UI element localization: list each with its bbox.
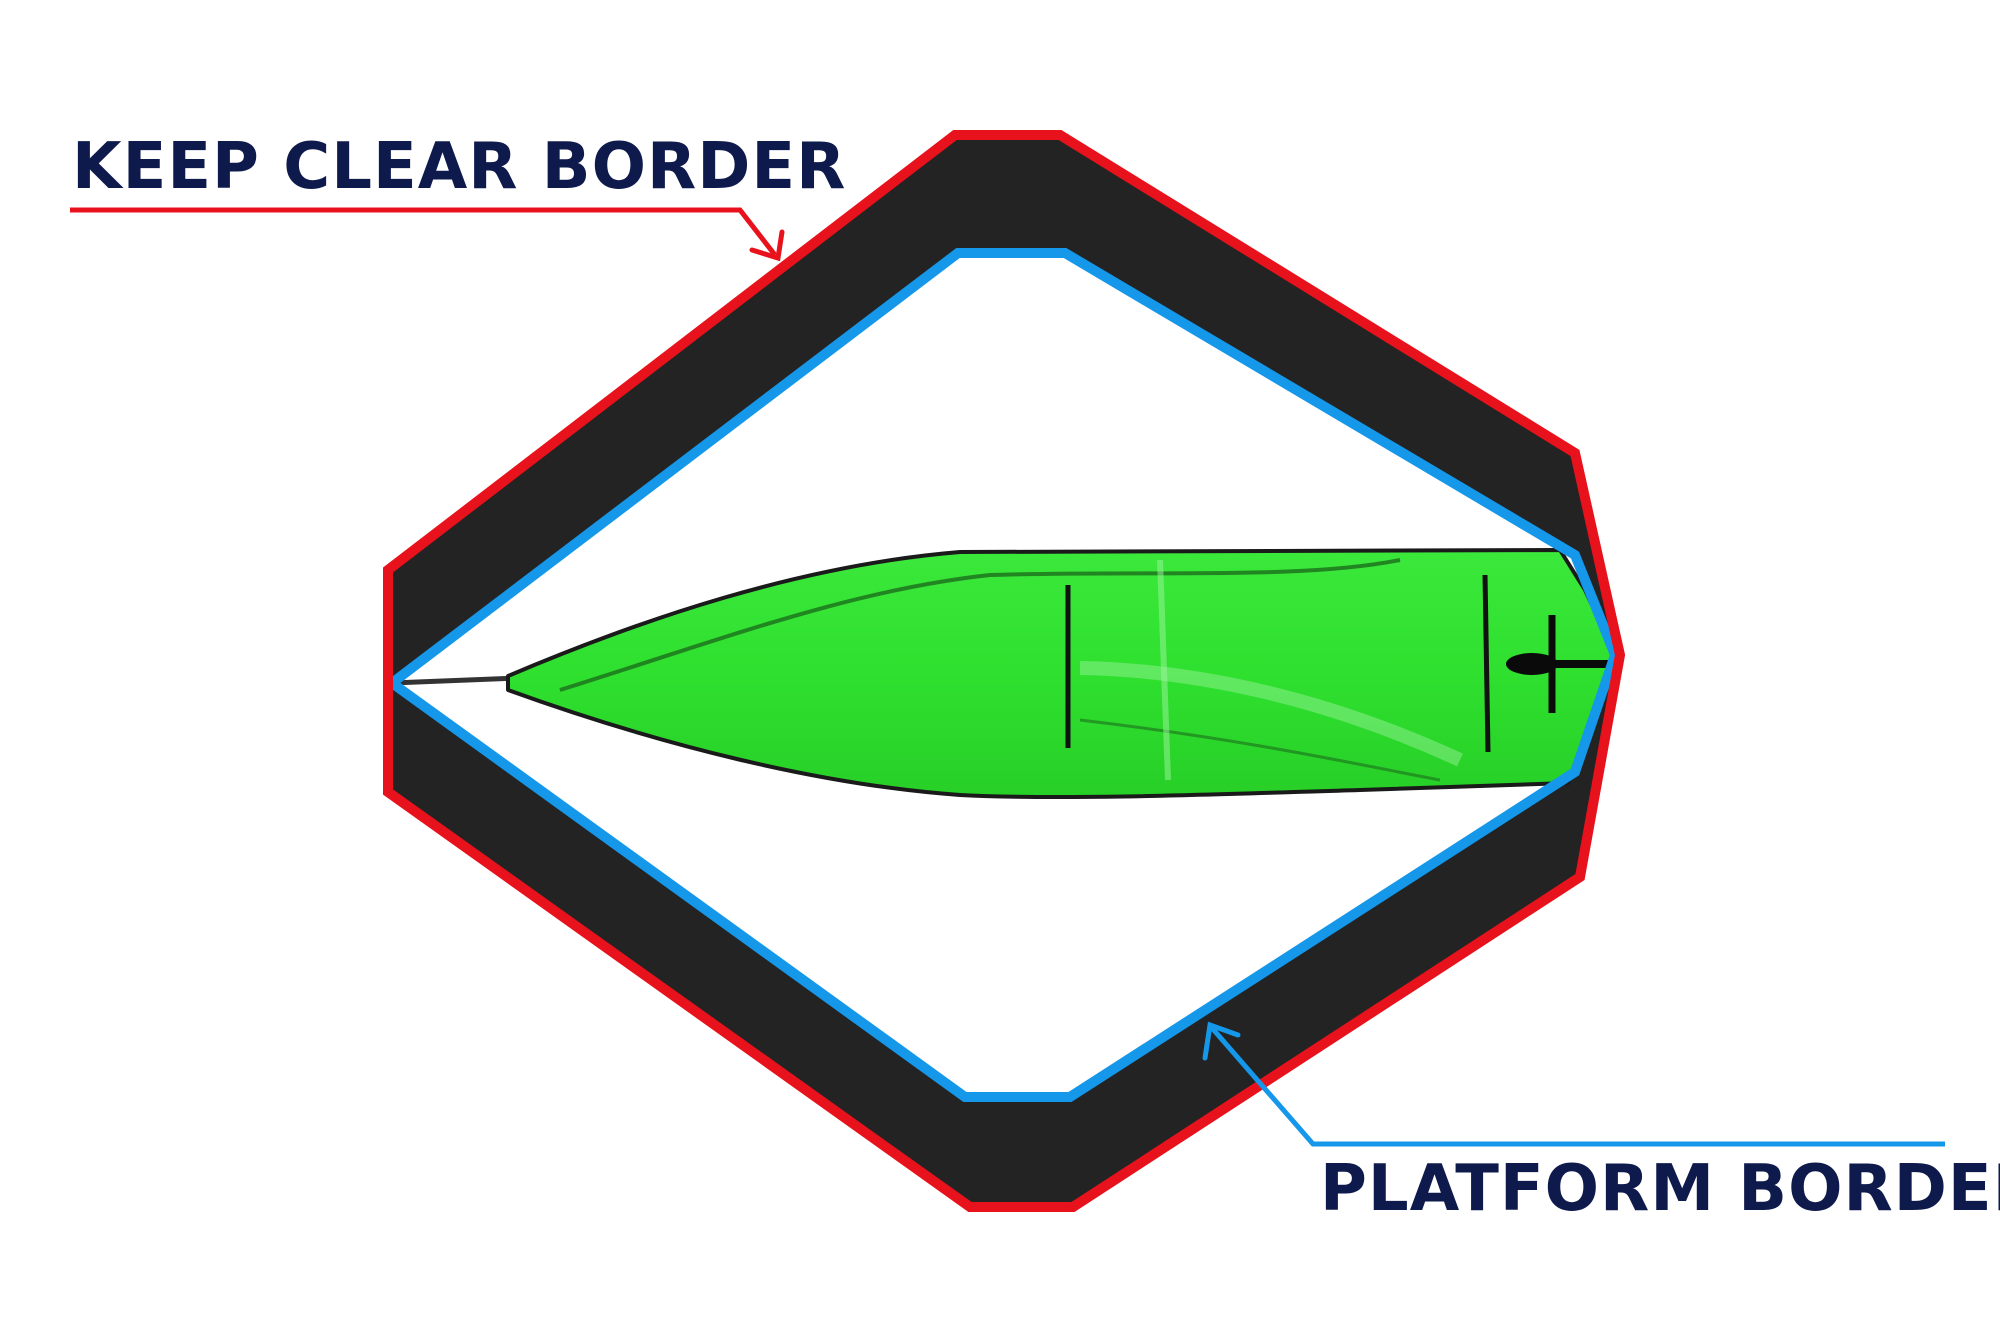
- keep-clear-leader-line: [70, 207, 777, 257]
- clearance-zone: [388, 135, 1620, 1207]
- arrow-icon: [749, 229, 785, 262]
- bow-line: [391, 675, 521, 686]
- keep-clear-label: KEEP CLEAR BORDER: [72, 130, 846, 204]
- platform-label: PLATFORM BORDER: [1320, 1152, 2000, 1226]
- rudder-icon: [1506, 615, 1612, 713]
- boat-hull: [506, 548, 1617, 800]
- platform-leader-line: [1210, 1026, 1945, 1147]
- arrow-icon: [1202, 1021, 1241, 1061]
- keep-clear-border: [383, 130, 1626, 1212]
- platform-border: [383, 248, 1621, 1102]
